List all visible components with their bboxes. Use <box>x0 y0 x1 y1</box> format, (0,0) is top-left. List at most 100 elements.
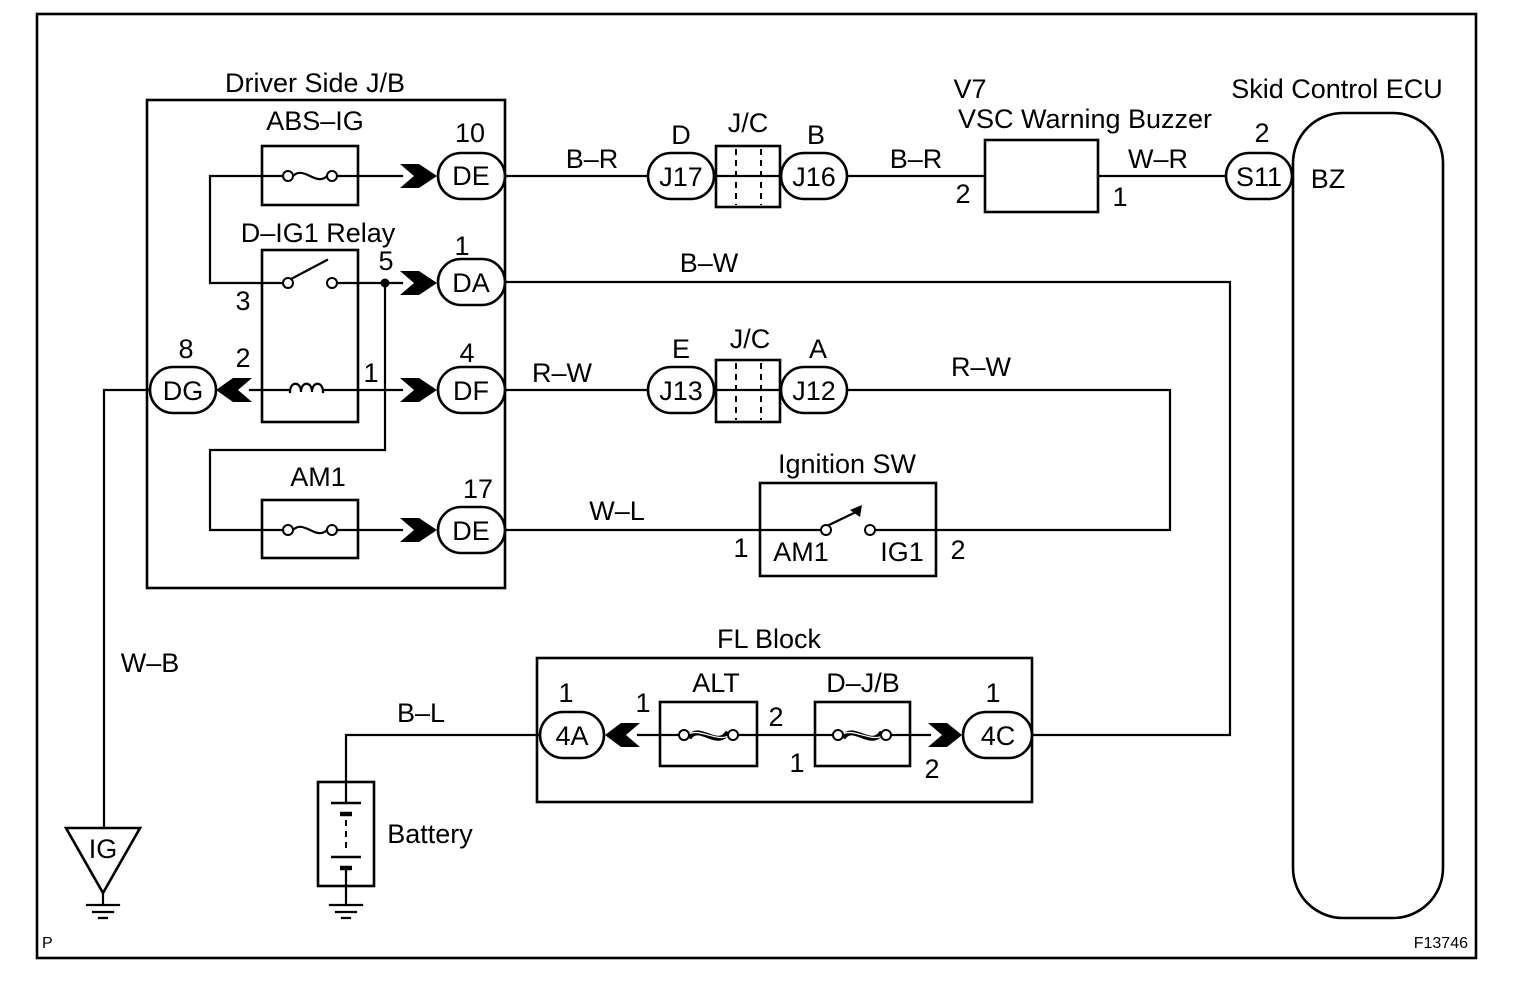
fusible-link-icon <box>686 730 731 741</box>
wire-color-label: R–W <box>532 358 593 388</box>
connector-name: S11 <box>1236 162 1282 192</box>
switch-lever-icon <box>850 505 862 517</box>
driver-side-junction-block: Driver Side J/B ABS–IG D–IG1 Relay 3 5 2… <box>145 68 507 590</box>
connector-name: J12 <box>792 376 836 406</box>
skid-control-ecu: Skid Control ECU BZ 2 S11 <box>1224 74 1445 920</box>
connector-arrow-icon <box>400 271 437 295</box>
connector-name: J17 <box>659 162 703 192</box>
alt-link-label: ALT <box>692 668 740 698</box>
ignition-pin-in: 1 <box>733 533 748 563</box>
relay-switch-blade <box>289 258 329 281</box>
connector-de-lower: 17 DE <box>436 474 507 555</box>
link-contact <box>832 729 844 741</box>
jb-internal-wire-relay-to-am1 <box>208 281 387 532</box>
connector-name: DA <box>452 268 490 298</box>
ignition-pin-out: 2 <box>950 535 965 565</box>
connector-pin: 1 <box>454 231 469 261</box>
wire-da-to-4c <box>503 280 1232 737</box>
djb-pin-left: 1 <box>789 748 804 778</box>
connector-j17 <box>646 151 716 201</box>
fuse-icon <box>291 171 329 181</box>
buzzer-pin-in: 2 <box>955 179 970 209</box>
wire-color-label: B–L <box>397 698 445 728</box>
ecu-terminal: BZ <box>1311 164 1346 194</box>
wire-color-label: B–R <box>890 144 943 174</box>
ignition-switch: Ignition SW AM1 IG1 1 2 <box>733 449 966 578</box>
wire-color-label: W–R <box>1128 144 1188 174</box>
wire-color-label: R–W <box>951 352 1012 382</box>
connector-arrow-icon <box>928 723 962 747</box>
relay-pin-3: 3 <box>235 286 250 316</box>
connector-pin: 4 <box>459 338 474 368</box>
corner-mark: P <box>42 935 53 952</box>
ground-icon <box>85 891 121 920</box>
ignition-label: Ignition SW <box>778 449 917 479</box>
am1-fuse: AM1 <box>260 462 360 560</box>
wire-color-label: B–R <box>566 144 619 174</box>
ground-triangle-icon <box>63 826 143 896</box>
fuse-contact <box>282 524 294 536</box>
connector-pin: A <box>809 334 827 364</box>
fl-block-label: FL Block <box>717 624 822 654</box>
figure-id: F13746 <box>1414 935 1468 952</box>
driver-jb-outline <box>145 98 507 590</box>
connector-arrow-icon <box>400 164 437 188</box>
ignition-contact <box>820 524 832 536</box>
wire-j12-to-ignition <box>845 388 1172 532</box>
ignition-terminal-ig1: IG1 <box>880 537 924 567</box>
abs-ig-fuse: ABS–IG <box>260 106 364 207</box>
djb-pin-right: 2 <box>924 754 939 784</box>
buzzer-pin-out: 1 <box>1112 182 1127 212</box>
connector-arrow-icon <box>216 378 252 402</box>
wire-color-label: W–L <box>589 496 645 526</box>
connector-name: 4A <box>555 721 588 751</box>
connector-name: J16 <box>792 162 836 192</box>
link-contact <box>678 729 690 741</box>
djb-link-label: D–J/B <box>826 668 900 698</box>
connector-j12 <box>779 365 849 415</box>
ground-icon <box>328 903 364 920</box>
connector-4c <box>961 710 1034 760</box>
fuse-contact <box>326 524 338 536</box>
connector-name: DF <box>453 376 489 406</box>
connector-pin: 8 <box>178 334 193 364</box>
connector-arrow-icon <box>400 378 437 402</box>
relay-pin-5: 5 <box>378 246 393 276</box>
ecu-label: Skid Control ECU <box>1231 74 1443 104</box>
connector-j16 <box>779 151 849 201</box>
connector-pin: 10 <box>455 118 485 148</box>
wire-dg-to-ig <box>102 388 152 830</box>
ecu-outline <box>1291 111 1445 920</box>
link-contact <box>727 729 739 741</box>
vsc-warning-buzzer: V7 VSC Warning Buzzer 2 1 <box>953 74 1212 214</box>
battery-label: Battery <box>387 819 473 849</box>
connector-df: 4 DF <box>436 338 507 415</box>
djb-link-box <box>813 700 912 768</box>
relay-pin-2: 2 <box>235 343 250 373</box>
connector-pin: 1 <box>558 678 573 708</box>
alt-pin-left: 1 <box>635 688 650 718</box>
battery: Battery <box>316 780 473 920</box>
connector-arrow-icon <box>605 723 640 747</box>
fusible-link-icon <box>842 732 883 738</box>
junction-connector-lower: J/C E J13 A J12 <box>646 324 849 424</box>
driver-jb-title: Driver Side J/B <box>225 68 405 98</box>
buzzer-code: V7 <box>953 74 986 104</box>
connector-name: J13 <box>659 376 703 406</box>
link-contact <box>880 729 892 741</box>
relay-box <box>260 248 360 424</box>
am1-fuse-label: AM1 <box>290 462 346 492</box>
junction-label: J/C <box>728 108 769 138</box>
fuse-contact <box>326 170 338 182</box>
fl-block-outline <box>535 656 1034 804</box>
abs-ig-fuse-label: ABS–IG <box>266 106 364 136</box>
ignition-contact <box>864 524 876 536</box>
alt-pin-right: 2 <box>768 702 783 732</box>
d-ig1-relay: D–IG1 Relay 3 5 2 1 <box>235 218 396 424</box>
fl-block: FL Block ALT 1 2 D–J/B 1 2 1 4A 1 4C <box>535 624 1034 804</box>
connector-name: 4C <box>981 721 1016 751</box>
connector-pin: 1 <box>985 678 1000 708</box>
relay-switch-contact <box>326 277 338 289</box>
fuse-contact <box>282 170 294 182</box>
